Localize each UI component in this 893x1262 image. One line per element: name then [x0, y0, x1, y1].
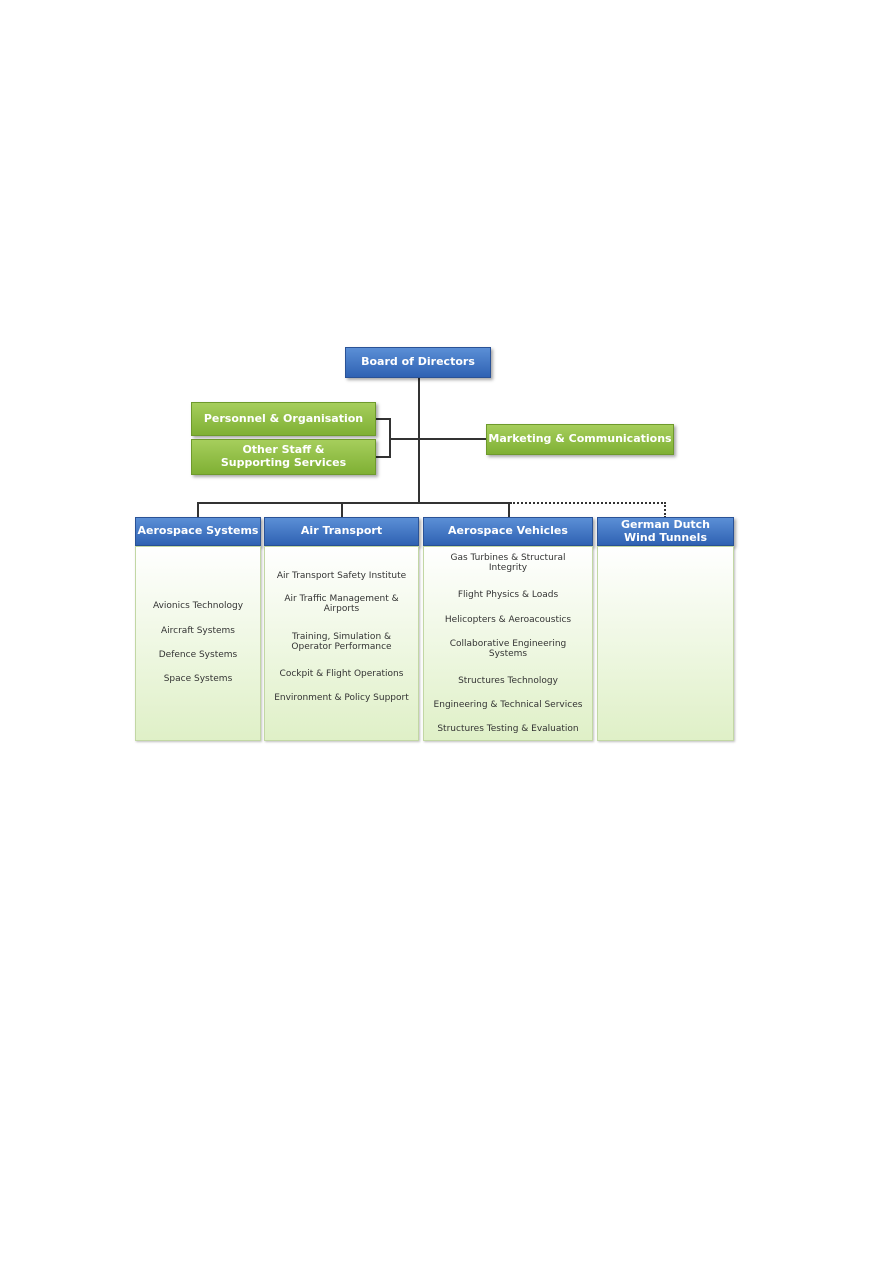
board-of-directors-box: Board of Directors: [345, 347, 491, 378]
list-item: Gas Turbines & Structural Integrity: [450, 553, 566, 573]
list-item: Structures Technology: [458, 676, 558, 686]
connector-dotted-wind-tunnels: [510, 502, 666, 504]
connector-drop-aerospace-systems: [197, 502, 199, 518]
list-item: Avionics Technology: [152, 601, 244, 611]
list-item: Air Traffic Management & Airports: [284, 594, 399, 614]
connector-staff-horizontal: [389, 438, 487, 440]
division-panel-wind-tunnels: [597, 546, 734, 741]
division-header-aerospace-vehicles: Aerospace Vehicles: [423, 517, 593, 546]
connector-drop-air-transport: [341, 502, 343, 518]
connector-staff-left-branch: [376, 456, 390, 458]
connector-board-trunk: [418, 377, 420, 503]
connector-staff-left-branch: [376, 418, 390, 420]
marketing-communications-box: Marketing & Communications: [486, 424, 674, 455]
list-item: Training, Simulation & Operator Performa…: [291, 632, 392, 652]
division-header-aerospace-systems: Aerospace Systems: [135, 517, 261, 546]
list-item: Structures Testing & Evaluation: [437, 724, 579, 734]
other-staff-box: Other Staff & Supporting Services: [191, 439, 376, 475]
list-item: Environment & Policy Support: [274, 693, 409, 703]
list-item: Aircraft Systems: [161, 626, 235, 636]
division-header-wind-tunnels: German Dutch Wind Tunnels: [597, 517, 734, 546]
connector-drop-aerospace-vehicles: [508, 502, 510, 518]
connector-dotted-wind-tunnels-drop: [664, 502, 666, 518]
list-item: Engineering & Technical Services: [433, 700, 583, 710]
connector-divisions-bar: [197, 502, 510, 504]
division-panel-aerospace-systems: Avionics Technology Aircraft Systems Def…: [135, 546, 261, 741]
list-item: Defence Systems: [158, 650, 238, 660]
division-header-air-transport: Air Transport: [264, 517, 419, 546]
list-item: Collaborative Engineering Systems: [449, 639, 567, 659]
list-item: Cockpit & Flight Operations: [279, 669, 404, 679]
list-item: Air Transport Safety Institute: [276, 571, 407, 581]
division-panel-air-transport: Air Transport Safety Institute Air Traff…: [264, 546, 419, 741]
list-item: Helicopters & Aeroacoustics: [444, 615, 572, 625]
list-item: Flight Physics & Loads: [457, 590, 559, 600]
personnel-organisation-box: Personnel & Organisation: [191, 402, 376, 436]
division-panel-aerospace-vehicles: Gas Turbines & Structural Integrity Flig…: [423, 546, 593, 741]
list-item: Space Systems: [163, 674, 233, 684]
